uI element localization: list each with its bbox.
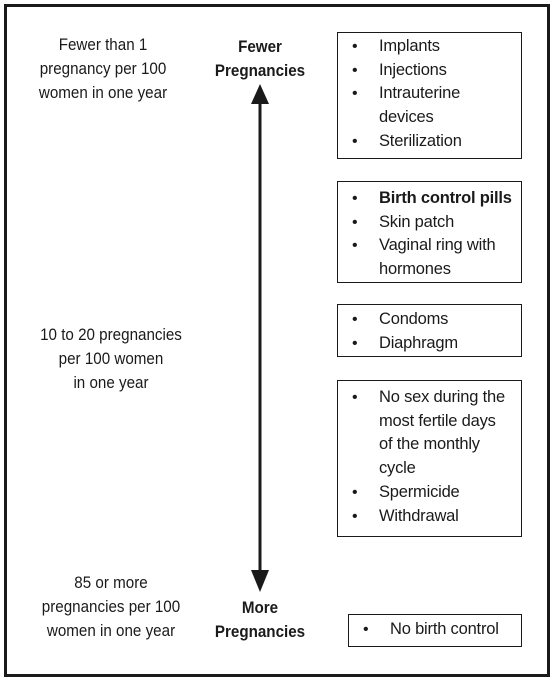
bullet-icon: • <box>352 38 358 55</box>
bullet-icon: • <box>352 237 358 255</box>
bullet-icon: • <box>352 132 358 150</box>
method-item-text: devices <box>379 108 434 127</box>
bullet-icon: • <box>352 61 358 79</box>
method-item-text: Withdrawal <box>379 506 459 525</box>
label-line: women in one year <box>38 84 168 102</box>
method-item-text: Vaginal ring with <box>379 236 496 255</box>
bullet-icon: • <box>352 85 358 103</box>
label-line: pregnancies per 100 <box>41 598 181 616</box>
method-item: • Diaphragm <box>338 332 521 356</box>
methods-box-barrier: • Condoms • Diaphragm <box>337 304 522 357</box>
methods-box-least-effective: • No sex during the most fertile days of th… <box>337 380 522 537</box>
method-item-text: Birth control pills <box>379 189 512 207</box>
method-item-text: Diaphragm <box>379 333 458 352</box>
method-item-text: most fertile days <box>379 411 496 430</box>
label-line: per 100 women <box>58 350 164 368</box>
bullet-icon: • <box>352 311 358 328</box>
method-item-text: cycle <box>379 459 416 478</box>
method-item-text: Spermicide <box>379 482 460 501</box>
bullet-icon: • <box>352 190 358 207</box>
rate-label-more: 85 or more pregnancies per 100 women in on… <box>24 571 199 643</box>
method-item: • Sterilization <box>338 130 521 154</box>
method-item-text: Sterilization <box>379 131 462 150</box>
label-line: Pregnancies <box>214 62 306 80</box>
methods-box-hormonal: • Birth control pills • Skin patch • Vaginal … <box>337 181 522 283</box>
method-item: • Skin patch <box>338 211 521 235</box>
label-line: 10 to 20 pregnancies <box>40 326 182 344</box>
methods-box-none: • No birth control <box>348 614 522 647</box>
method-item-text: Condoms <box>379 310 449 328</box>
method-item-text: No sex during the <box>379 388 505 406</box>
label-line: Fewer than 1 <box>58 36 148 54</box>
bullet-icon: • <box>352 483 358 501</box>
label-line: More <box>241 599 279 617</box>
method-item: • Injections <box>338 59 521 83</box>
label-line: Fewer <box>238 38 282 56</box>
bullet-icon: • <box>352 213 358 231</box>
method-item-text: of the monthly <box>379 435 480 454</box>
method-item-text: Implants <box>379 37 440 55</box>
method-item-text: hormones <box>379 260 451 279</box>
arrow-head-up <box>251 84 269 104</box>
method-item: • No birth control <box>349 618 521 642</box>
bullet-icon: • <box>352 507 358 525</box>
bullet-icon: • <box>352 334 358 352</box>
label-line: in one year <box>73 374 149 392</box>
label-line: 85 or more <box>74 574 148 592</box>
rate-label-fewer: Fewer than 1 pregnancy per 100 women in on… <box>16 33 191 105</box>
rate-label-middle: 10 to 20 pregnancies per 100 women in one … <box>24 323 199 395</box>
methods-box-most-effective: • Implants • Injections • Intrauterine devices… <box>337 32 522 159</box>
method-item-text: Intrauterine <box>379 84 461 103</box>
bullet-icon: • <box>352 389 358 406</box>
method-item: • Condoms <box>338 308 521 332</box>
method-item: • No sex during the most fertile days of th… <box>338 386 521 481</box>
method-item-text: Skin patch <box>379 212 455 231</box>
method-item: • Implants <box>338 35 521 59</box>
method-item: • Withdrawal <box>338 505 521 529</box>
method-item-text: Injections <box>379 60 447 79</box>
method-item: • Birth control pills <box>338 187 521 211</box>
arrow-head-down <box>251 570 269 592</box>
diagram-frame <box>4 4 550 677</box>
method-item: • Intrauterine devices <box>338 82 521 129</box>
method-item: • Vaginal ring with hormones <box>338 234 521 281</box>
method-item-text: No birth control <box>390 620 499 638</box>
bullet-icon: • <box>363 621 369 638</box>
label-line: pregnancy per 100 <box>39 60 167 78</box>
method-item: • Spermicide <box>338 481 521 505</box>
label-line: Pregnancies <box>214 623 306 641</box>
label-line: women in one year <box>46 622 176 640</box>
